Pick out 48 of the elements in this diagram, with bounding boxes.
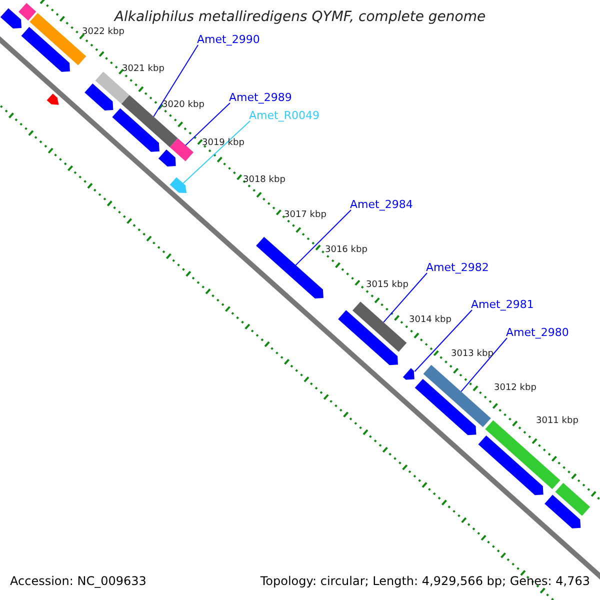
gene-feature xyxy=(0,8,22,28)
footer-note: Topology: circular; Length: 4,929,566 bp; Genes: 4,763 xyxy=(260,574,590,588)
gene-feature xyxy=(21,26,70,72)
gene-feature xyxy=(46,94,59,105)
leader-line xyxy=(383,272,428,323)
gene-label: Amet_2980 xyxy=(506,326,569,339)
leader-line xyxy=(182,120,250,184)
scale-label: 3014 kbp xyxy=(409,315,452,325)
scale-label: 3020 kbp xyxy=(162,100,204,110)
gene-feature xyxy=(555,482,590,516)
gene-label: Amet_2984 xyxy=(350,198,413,211)
gene-feature xyxy=(414,378,476,436)
gene-label: Amet_R0049 xyxy=(249,109,320,122)
gene-label: Amet_2981 xyxy=(471,298,534,311)
scale-label: 3022 kbp xyxy=(82,27,124,37)
scale-label: 3017 kbp xyxy=(284,210,326,220)
gene-feature xyxy=(478,435,544,496)
leader-line xyxy=(295,210,352,266)
scale-label: 3011 kbp xyxy=(536,416,578,426)
leader-line xyxy=(153,44,198,118)
scale-label: 3015 kbp xyxy=(366,280,408,290)
footer-note: Accession: NC_009633 xyxy=(10,574,146,588)
scale-label: 3021 kbp xyxy=(122,64,164,74)
gene-feature xyxy=(84,84,114,110)
gene-feature xyxy=(18,2,36,21)
gene-feature xyxy=(352,302,407,352)
scale-label: 3012 kbp xyxy=(494,383,536,393)
gene-feature xyxy=(256,236,324,298)
scale-label: 3018 kbp xyxy=(243,175,286,185)
gene-feature xyxy=(402,368,414,380)
title: Alkaliphilus metalliredigens QYMF, complete genome xyxy=(114,9,486,25)
gene-feature xyxy=(544,494,581,528)
leader-line xyxy=(460,338,508,392)
gene-feature xyxy=(423,364,491,428)
gene-feature xyxy=(112,108,160,152)
gene-label: Amet_2989 xyxy=(229,91,292,104)
gene-feature xyxy=(95,72,130,104)
scale-label: 3019 kbp xyxy=(202,138,244,148)
gene-feature xyxy=(170,177,187,194)
gene-feature xyxy=(338,310,398,366)
leader-line xyxy=(414,310,472,372)
gene-label: Amet_2982 xyxy=(426,261,489,274)
scale-label: 3016 kbp xyxy=(325,245,368,255)
leader-line xyxy=(185,102,230,146)
gene-feature xyxy=(170,138,194,162)
gene-feature xyxy=(158,150,176,166)
scale-label: 3013 kbp xyxy=(451,349,494,359)
gene-label: Amet_2990 xyxy=(197,33,260,46)
